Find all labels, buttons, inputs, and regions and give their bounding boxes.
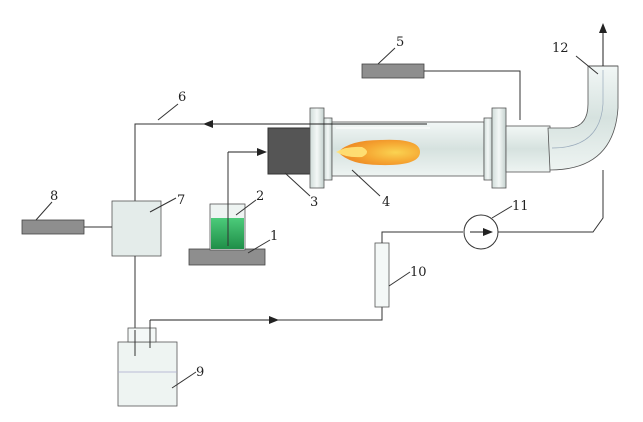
label-10: 10 [410, 265, 427, 280]
left-inner-flange [323, 117, 333, 181]
component-12-leader [575, 55, 599, 75]
label-8: 8 [50, 189, 58, 204]
line-11-to-12 [498, 170, 604, 233]
component-10-rotameter [374, 242, 390, 308]
component-9-neck [127, 327, 157, 343]
label-9: 9 [196, 365, 204, 380]
line-6-path [134, 123, 204, 201]
component-2-leader [235, 199, 257, 216]
label-2: 2 [256, 189, 264, 204]
component-7-leader [149, 197, 177, 213]
flame [338, 139, 420, 166]
component-1-leader [247, 239, 271, 254]
burner-block-3 [267, 127, 314, 175]
component-11-leader [491, 205, 513, 219]
exit-duct [505, 125, 551, 173]
component-7-box [111, 200, 162, 257]
component-5-wire [424, 70, 521, 120]
component-6-leader [157, 103, 179, 121]
component-9-bottle [117, 341, 178, 407]
label-5: 5 [396, 35, 404, 50]
component-4-leader [351, 169, 381, 197]
right-inner-flange [483, 117, 493, 181]
elbow-inner-line [551, 70, 604, 149]
component-8-block [21, 219, 85, 235]
label-1: 1 [270, 229, 278, 244]
label-7: 7 [177, 193, 185, 208]
flame-core [336, 146, 367, 158]
component-5-block [361, 63, 425, 79]
label-11: 11 [512, 199, 529, 214]
label-12: 12 [552, 41, 569, 56]
label-3: 3 [310, 195, 318, 210]
label-4: 4 [382, 195, 390, 210]
left-flange [309, 107, 325, 189]
component-5-leader [377, 47, 396, 65]
right-flange [491, 107, 507, 189]
line-10-to-11 [381, 231, 463, 243]
elbow-pipe-12 [547, 65, 619, 171]
component-8-leader [35, 201, 53, 221]
label-6: 6 [178, 90, 186, 105]
component-1-plate [188, 248, 266, 266]
component-9-leader [171, 371, 197, 389]
component-3-leader [284, 172, 311, 197]
component-10-leader [388, 271, 411, 287]
line-9-to-10 [278, 307, 383, 321]
